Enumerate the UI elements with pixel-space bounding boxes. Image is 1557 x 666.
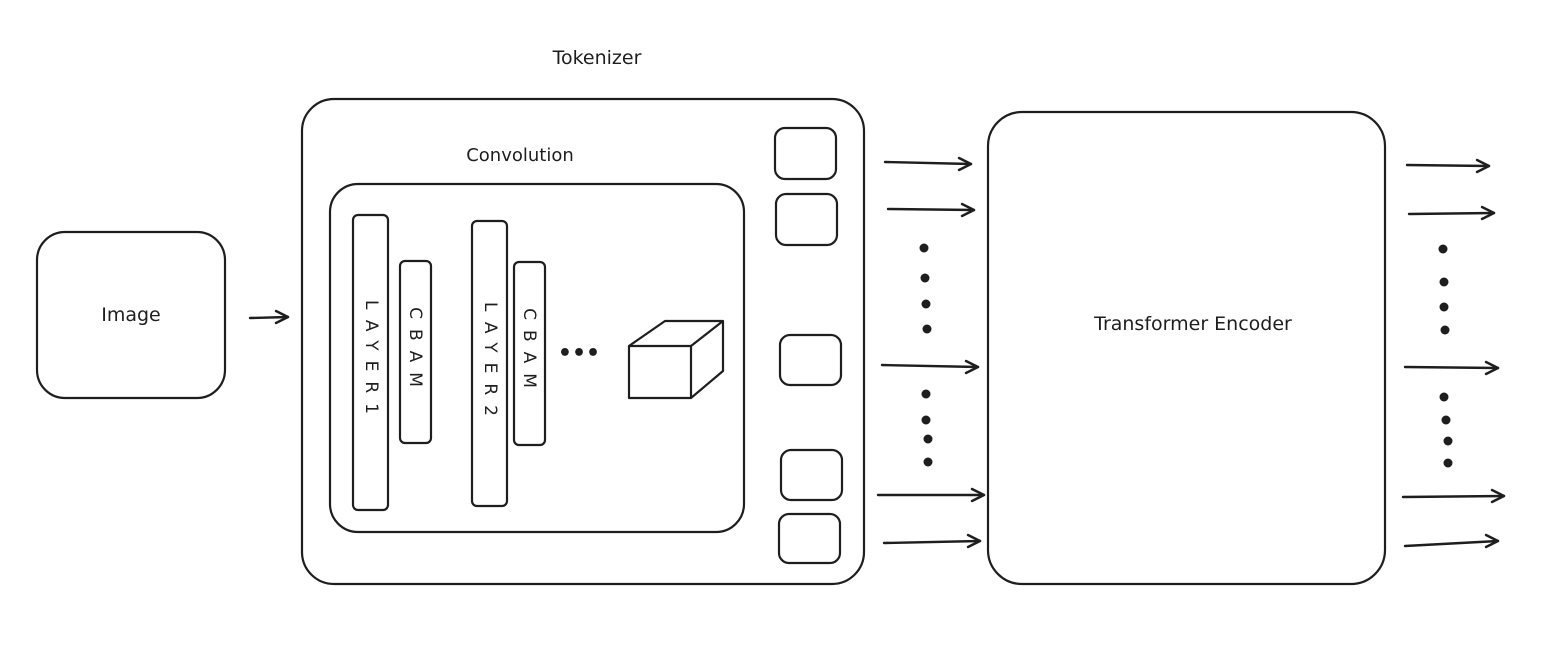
convolution-label: Convolution bbox=[466, 145, 574, 166]
arrow-token-1 bbox=[883, 156, 973, 172]
output-dots-lower bbox=[1439, 392, 1453, 468]
layer2-label: LAYER2 bbox=[480, 302, 500, 426]
convolution-box bbox=[328, 182, 746, 534]
arrow-image-to-tokenizer bbox=[248, 309, 290, 325]
cbam1-bar bbox=[398, 259, 433, 445]
arrow-output-4 bbox=[1401, 488, 1506, 504]
arrow-output-5 bbox=[1403, 533, 1500, 549]
token-box-4 bbox=[779, 448, 844, 502]
tokenizer-title: Tokenizer bbox=[552, 47, 642, 69]
cbam2-label: CBAM bbox=[519, 308, 539, 398]
arrow-output-1 bbox=[1405, 158, 1491, 174]
output-dots-upper bbox=[1438, 244, 1450, 335]
layers-ellipsis: ••• bbox=[558, 341, 600, 366]
arrow-token-2 bbox=[886, 202, 976, 218]
image-label: Image bbox=[101, 304, 161, 326]
transformer-encoder-label: Transformer Encoder bbox=[1093, 313, 1292, 335]
feature-cube bbox=[627, 319, 725, 400]
layer2-bar bbox=[470, 219, 509, 508]
image-box bbox=[35, 230, 227, 400]
tokenizer-box bbox=[300, 97, 866, 586]
arrow-token-4 bbox=[876, 487, 986, 503]
arrow-token-3 bbox=[880, 359, 980, 375]
token-box-1 bbox=[773, 126, 838, 181]
layer1-bar bbox=[351, 213, 390, 512]
transformer-encoder-box bbox=[986, 110, 1387, 586]
token-dots-lower bbox=[921, 389, 933, 467]
arrow-token-5 bbox=[882, 533, 982, 549]
arrow-output-2 bbox=[1407, 205, 1496, 221]
token-box-3 bbox=[778, 333, 843, 387]
token-dots-upper bbox=[919, 243, 932, 334]
layer1-label: LAYER1 bbox=[361, 300, 381, 424]
arrow-output-3 bbox=[1403, 360, 1500, 376]
cbam1-label: CBAM bbox=[405, 307, 425, 397]
cbam2-bar bbox=[512, 260, 547, 447]
token-box-2 bbox=[774, 192, 839, 247]
token-box-5 bbox=[777, 512, 842, 565]
